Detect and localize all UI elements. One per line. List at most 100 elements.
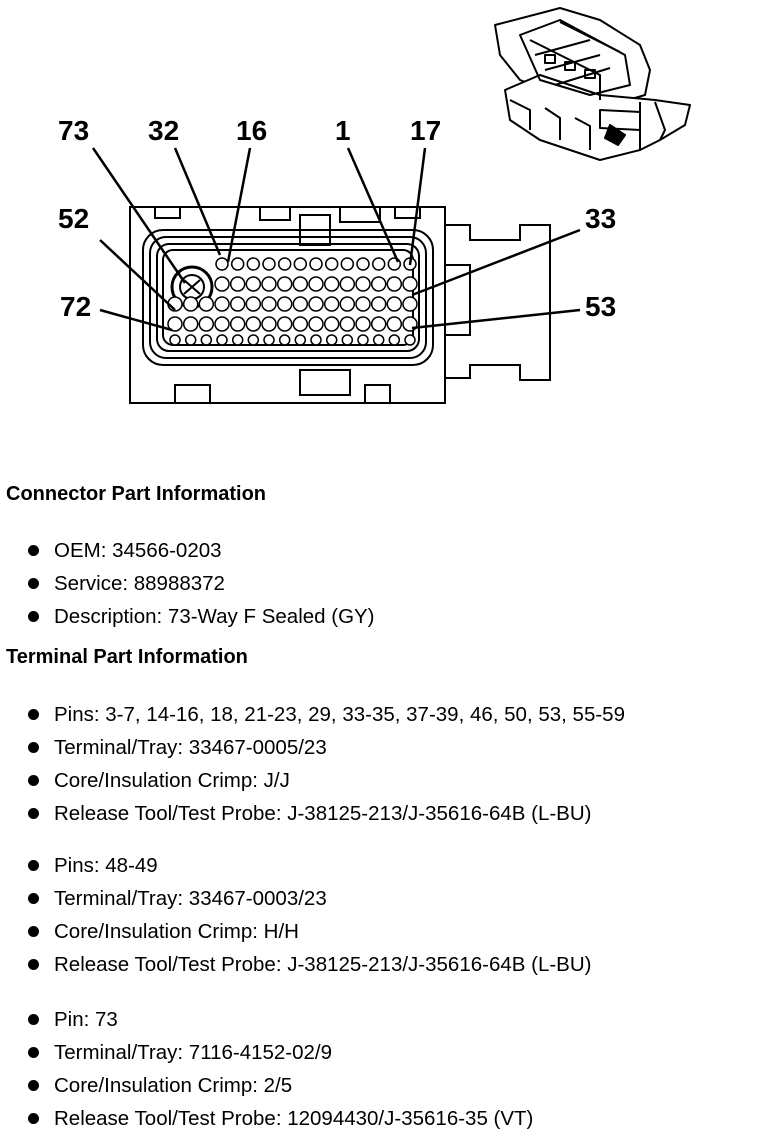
pin-cavity [292,296,309,312]
list-item-text: Pins: 48-49 [54,854,158,877]
list-item: Release Tool/Test Probe: 12094430/J-3561… [28,1102,533,1135]
terminal-group-3-list: Pin: 73 Terminal/Tray: 7116-4152-02/9 Co… [28,1003,533,1135]
terminal-group-2-list: Pins: 48-49 Terminal/Tray: 33467-0003/23… [28,849,591,981]
pin-cavity [245,316,262,332]
bullet-icon [28,775,39,786]
pin-cavity [229,296,246,312]
pin-cavity [261,316,277,332]
connector-part-info-heading: Connector Part Information [6,483,267,505]
pin-cavity [308,276,324,292]
list-item: Pins: 48-49 [28,849,591,882]
bullet-icon [28,1047,39,1058]
pin-cavity [402,296,418,312]
pin-grid [167,257,418,346]
list-item-text: Terminal/Tray: 33467-0003/23 [54,887,327,910]
list-item: Release Tool/Test Probe: J-38125-213/J-3… [28,948,591,981]
pin-label-17: 17 [410,115,441,146]
pin-cavity [357,334,369,346]
pin-cavity [341,334,354,346]
list-item: Core/Insulation Crimp: H/H [28,915,591,948]
list-item-text: Description: 73-Way F Sealed (GY) [54,605,375,628]
pin-cavity [184,334,197,346]
pin-cavity [182,316,199,332]
pin-cavity [198,316,215,332]
pin-cavity [230,257,245,271]
pin-cavity [310,334,322,346]
list-item-text: Release Tool/Test Probe: 12094430/J-3561… [54,1107,534,1130]
list-item: Terminal/Tray: 33467-0003/23 [28,882,591,915]
pin-cavity [276,316,293,332]
pin-cavity [200,334,213,346]
bullet-icon [28,959,39,970]
pin-cavity [167,316,183,332]
pin-cavity [323,296,340,312]
pin-cavity [370,316,387,332]
list-item: OEM: 34566-0203 [28,534,375,567]
list-item-text: Pins: 3-7, 14-16, 18, 21-23, 29, 33-35, … [54,703,625,726]
pin-label-32: 32 [148,115,179,146]
pin-cavity [229,316,246,332]
pin-cavity [277,257,292,271]
bullet-icon [28,578,39,589]
connector-part-info-list: OEM: 34566-0203 Service: 88988372 Descri… [28,534,375,633]
pin-cavity [263,334,275,346]
bullet-icon [28,926,39,937]
pin-cavity [355,296,371,312]
pin-cavity [231,334,244,346]
pin-cavity [370,296,387,312]
pin-cavity [387,257,402,271]
pin-cavity [278,334,291,346]
pin-cavity [214,296,230,312]
list-item-text: Core/Insulation Crimp: 2/5 [54,1074,293,1097]
pin-cavity [229,276,246,292]
pin-cavity [309,257,323,271]
list-item: Release Tool/Test Probe: J-38125-213/J-3… [28,797,625,830]
list-item: Core/Insulation Crimp: 2/5 [28,1069,533,1102]
pin-cavity [245,276,262,292]
list-item: Core/Insulation Crimp: J/J [28,764,625,797]
bullet-icon [28,611,39,622]
pin-cavity [214,276,230,292]
pin-cavity [169,334,181,346]
list-item-text: Terminal/Tray: 33467-0005/23 [54,736,327,759]
pin-label-72: 72 [60,291,91,322]
pin-cavity [308,316,324,332]
pin-label-33: 33 [585,203,616,234]
terminal-group-1-list: Pins: 3-7, 14-16, 18, 21-23, 29, 33-35, … [28,698,625,830]
connector-diagram: 73 32 16 1 17 52 33 72 53 [58,7,691,404]
pin-cavity [355,316,371,332]
bullet-icon [28,1113,39,1124]
connector-isometric-illustration [494,7,691,161]
pin-cavity [372,334,385,346]
pin-cavity [198,296,215,312]
pin-cavity [261,296,277,312]
pin-cavity [262,257,276,271]
list-item: Terminal/Tray: 33467-0005/23 [28,731,625,764]
pin-cavity [276,276,293,292]
list-item: Description: 73-Way F Sealed (GY) [28,600,375,633]
bullet-icon [28,893,39,904]
bullet-icon [28,1080,39,1091]
bullet-icon [28,545,39,556]
pin-cavity [386,296,403,312]
pin-cavity [245,296,262,312]
pin-cavity [386,276,403,292]
list-item: Pins: 3-7, 14-16, 18, 21-23, 29, 33-35, … [28,698,625,731]
pin-cavity [247,334,260,346]
terminal-part-info-heading: Terminal Part Information [6,646,248,668]
list-item-text: Release Tool/Test Probe: J-38125-213/J-3… [54,953,592,976]
pin-label-52: 52 [58,203,89,234]
pin-cavity [216,334,228,346]
bullet-icon [28,808,39,819]
list-item: Pin: 73 [28,1003,533,1036]
pin-label-1: 1 [335,115,351,146]
pin-cavity [356,257,370,271]
bullet-icon [28,860,39,871]
list-item-text: Core/Insulation Crimp: H/H [54,920,299,943]
pin-cavity [386,316,403,332]
pin-cavity [276,296,293,312]
pin-cavity [370,276,387,292]
pin-cavity [371,257,386,271]
pin-cavity [388,334,401,346]
pin-cavity [324,257,339,271]
